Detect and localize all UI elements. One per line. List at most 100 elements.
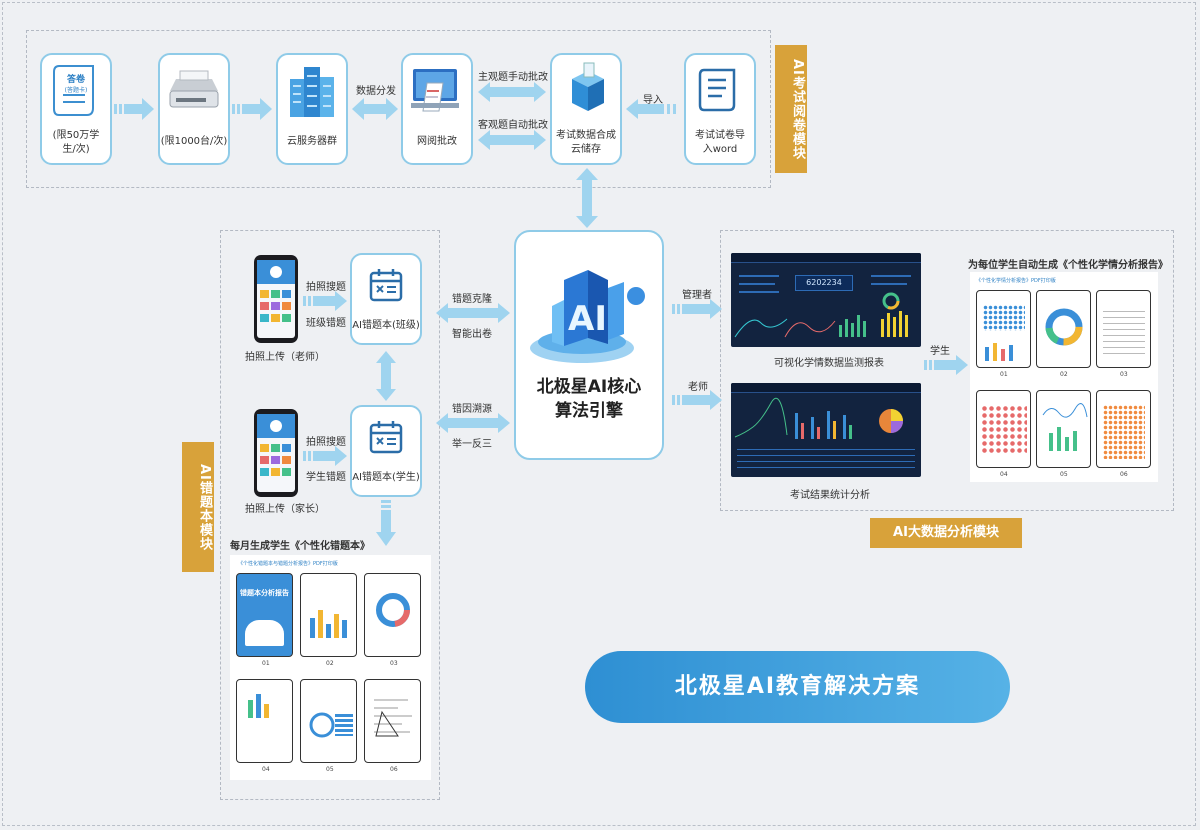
page-number: 02 (326, 660, 334, 667)
page-number: 02 (1060, 371, 1068, 378)
core-engine-box[interactable]: AI 北极星AI核心算法引擎 (514, 230, 664, 460)
page-number: 01 (1000, 371, 1008, 378)
analysis-page-02 (1036, 290, 1091, 368)
online-marking-icon (411, 69, 459, 112)
bigdata-module-region (720, 230, 1174, 511)
exam-module-region (26, 30, 771, 188)
data-storage-icon (572, 62, 604, 111)
arrow-phone-to-class-book (303, 291, 347, 311)
answer-sheet-icon-subtitle: (答题卡) (64, 87, 88, 94)
answer-sheet-box[interactable]: 答卷 (答题卡) (限50万学生/次) (40, 53, 112, 165)
document-icon (698, 68, 736, 112)
monthly-report-label: 每月生成学生《个性化错题本》 (230, 541, 370, 552)
teacher-label: 老师 (688, 382, 708, 393)
cloud-servers-box[interactable]: 云服务器群 (276, 53, 348, 165)
learning-dashboard: 6202234 (731, 253, 921, 347)
report-page-03 (364, 573, 421, 657)
auto-report-label: 为每位学生自动生成《个性化学情分析报告》 (968, 260, 1168, 271)
page-number: 04 (1000, 471, 1008, 478)
scanner-icon (169, 70, 219, 108)
learning-report-preview: 《个性化学情分析报告》PDF打印版 01 02 03 04 05 06 (970, 272, 1158, 482)
report-page-01: 错题本分析报告 (236, 573, 293, 657)
arrow-storage-to-core (576, 168, 598, 228)
exam-stats-label: 考试结果统计分析 (790, 490, 870, 501)
dashboard-label: 可视化学情数据监测报表 (774, 358, 884, 369)
word-import-label: 考试试卷导入word (695, 130, 745, 155)
student-book-label: AI错题本(学生) (352, 472, 420, 483)
wrong-book-report-header: 《个性化错题本与错题分析报告》PDF打印版 (238, 561, 338, 567)
arrow-objective (478, 130, 546, 150)
student-label: 学生 (930, 346, 950, 357)
arrow-student-book-down (376, 500, 396, 546)
wrong-book-module-region (220, 230, 440, 800)
analysis-page-06 (1096, 390, 1151, 468)
ai-engine-icon: AI (530, 270, 645, 363)
trace-label: 错因溯源 (452, 404, 492, 415)
photo-search-label-2: 拍照搜题 (306, 437, 346, 448)
analogy-label: 举一反三 (452, 439, 492, 450)
phone-teacher-icon (254, 255, 298, 343)
answer-sheet-icon-title: 答卷 (66, 75, 85, 85)
student-book-box[interactable]: AI错题本(学生) (350, 405, 422, 497)
arrow-dashboard-to-report (924, 355, 968, 375)
arrow-cloud-to-marking (352, 98, 398, 120)
answer-sheet-icon (53, 65, 94, 116)
teacher-upload-label: 拍照上传（老师） (245, 352, 325, 363)
smart-paper-label: 智能出卷 (452, 329, 492, 340)
page-number: 06 (1120, 471, 1128, 478)
page-number: 01 (262, 660, 270, 667)
import-label: 导入 (643, 95, 663, 106)
analysis-page-04 (976, 390, 1031, 468)
calendar-icon (369, 421, 403, 454)
analysis-page-01 (976, 290, 1031, 368)
page-number: 03 (1120, 371, 1128, 378)
exam-module-tag: AI考试阅卷模块 (775, 45, 807, 173)
wrong-book-report-preview: 《个性化错题本与错题分析报告》PDF打印版 错题本分析报告 01 02 03 0… (230, 555, 431, 780)
exam-storage-label: 考试数据合成云储存 (556, 130, 616, 155)
cloud-servers-label: 云服务器群 (287, 136, 337, 147)
bigdata-module-tag: AI大数据分析模块 (870, 518, 1022, 548)
analysis-page-05 (1036, 390, 1091, 468)
arrow-class-to-student-book (376, 351, 396, 401)
server-cluster-icon (290, 67, 334, 117)
scanner-box[interactable]: (限1000台/次) (158, 53, 230, 165)
arrow-scanner-to-cloud (232, 98, 272, 120)
solution-banner: 北极星AI教育解决方案 (585, 651, 1010, 723)
svg-text:AI: AI (568, 299, 607, 339)
arrow-subjective (478, 82, 546, 102)
page-number: 04 (262, 766, 270, 773)
phone-parent-icon (254, 409, 298, 497)
word-import-box[interactable]: 考试试卷导入word (684, 53, 756, 165)
class-wrong-label: 班级错题 (306, 318, 346, 329)
clone-label: 错题克隆 (452, 294, 492, 305)
dashboard-number: 6202234 (795, 275, 853, 291)
report-page-04 (236, 679, 293, 763)
arrow-class-book-core (436, 303, 510, 323)
page-number: 06 (390, 766, 398, 773)
calendar-icon (369, 269, 403, 302)
report-page-02 (300, 573, 357, 657)
online-marking-box[interactable]: 网阅批改 (401, 53, 473, 165)
manager-label: 管理者 (682, 290, 712, 301)
objective-auto-label: 客观题自动批改 (478, 120, 548, 131)
data-dispatch-label: 数据分发 (356, 86, 396, 97)
wrong-book-module-tag: AI错题本模块 (182, 442, 214, 572)
page-number: 05 (326, 766, 334, 773)
student-wrong-label: 学生错题 (306, 472, 346, 483)
exam-stats-dashboard (731, 383, 921, 477)
subjective-manual-label: 主观题手动批改 (478, 72, 548, 83)
class-book-box[interactable]: AI错题本(班级) (350, 253, 422, 345)
page-number: 03 (390, 660, 398, 667)
core-engine-title: 北极星AI核心算法引擎 (536, 377, 642, 421)
arrow-student-book-core (436, 413, 510, 433)
cover-title: 错题本分析报告 (240, 589, 289, 597)
arrow-core-to-exam-stats (672, 390, 722, 410)
photo-search-label-1: 拍照搜题 (306, 282, 346, 293)
page-number: 05 (1060, 471, 1068, 478)
class-book-label: AI错题本(班级) (352, 320, 420, 331)
learning-report-header: 《个性化学情分析报告》PDF打印版 (976, 278, 1056, 284)
arrow-sheet-to-scanner (114, 98, 154, 120)
report-page-06 (364, 679, 421, 763)
exam-storage-box[interactable]: 考试数据合成云储存 (550, 53, 622, 165)
